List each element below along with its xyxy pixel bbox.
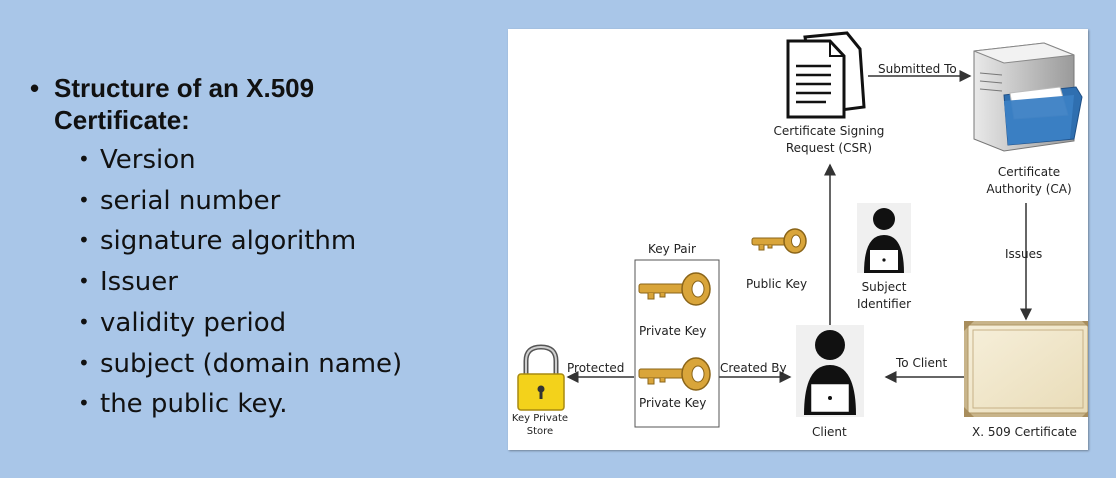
sub-bullet-item: •Version: [78, 145, 196, 175]
public-key-label: Public Key: [746, 277, 808, 291]
submitted-to-label: Submitted To: [878, 62, 957, 76]
bullet-list: • Structure of an X.509 Certificate: •Ve…: [30, 72, 402, 425]
private-key-1-icon: [638, 272, 711, 306]
certificate-icon: [964, 321, 1088, 417]
protected-label: Protected: [567, 361, 625, 375]
private-key-2-icon: [638, 357, 711, 391]
ca-label: Certificate Authority (CA): [986, 165, 1072, 196]
sub-bullet-item: •signature algorithm: [78, 226, 357, 257]
csr-document-icon: [786, 31, 866, 119]
sub-bullet-list: •Version •serial number •signature algor…: [78, 140, 402, 425]
public-key-icon: [751, 228, 807, 254]
sub-bullet-item: •Issuer: [78, 267, 178, 298]
sub-bullet-item: •validity period: [78, 307, 287, 338]
certificate-label: X. 509 Certificate: [972, 425, 1077, 439]
subject-identifier-icon: [857, 203, 911, 273]
ca-server-icon: [973, 42, 1083, 152]
client-person-icon: [796, 325, 864, 417]
heading: Structure of an X.509 Certificate:: [54, 73, 315, 135]
x509-diagram: Certificate Signing Request (CSR) Submit…: [508, 29, 1088, 450]
key-store-label: Key Private Store: [511, 413, 569, 437]
private-key-label-1: Private Key: [639, 324, 707, 338]
sub-bullet-item: •the public key.: [78, 389, 288, 420]
issues-label: Issues: [1005, 247, 1043, 261]
sub-bullet-item: •serial number: [78, 185, 281, 216]
diagram-graphics: [517, 31, 1088, 428]
client-label: Client: [812, 425, 847, 439]
to-client-label: To Client: [896, 356, 948, 370]
main-bullet: • Structure of an X.509 Certificate:: [30, 72, 402, 136]
private-key-label-2: Private Key: [639, 396, 707, 410]
csr-label: Certificate Signing Request (CSR): [773, 124, 885, 155]
key-pair-label: Key Pair: [648, 242, 696, 256]
sub-bullet-item: •subject (domain name): [78, 348, 403, 379]
created-by-label: Created By: [720, 361, 787, 375]
bullet-dot: •: [30, 73, 40, 103]
lock-icon: [517, 344, 565, 411]
subject-identifier-label: Subject Identifier: [856, 280, 912, 311]
